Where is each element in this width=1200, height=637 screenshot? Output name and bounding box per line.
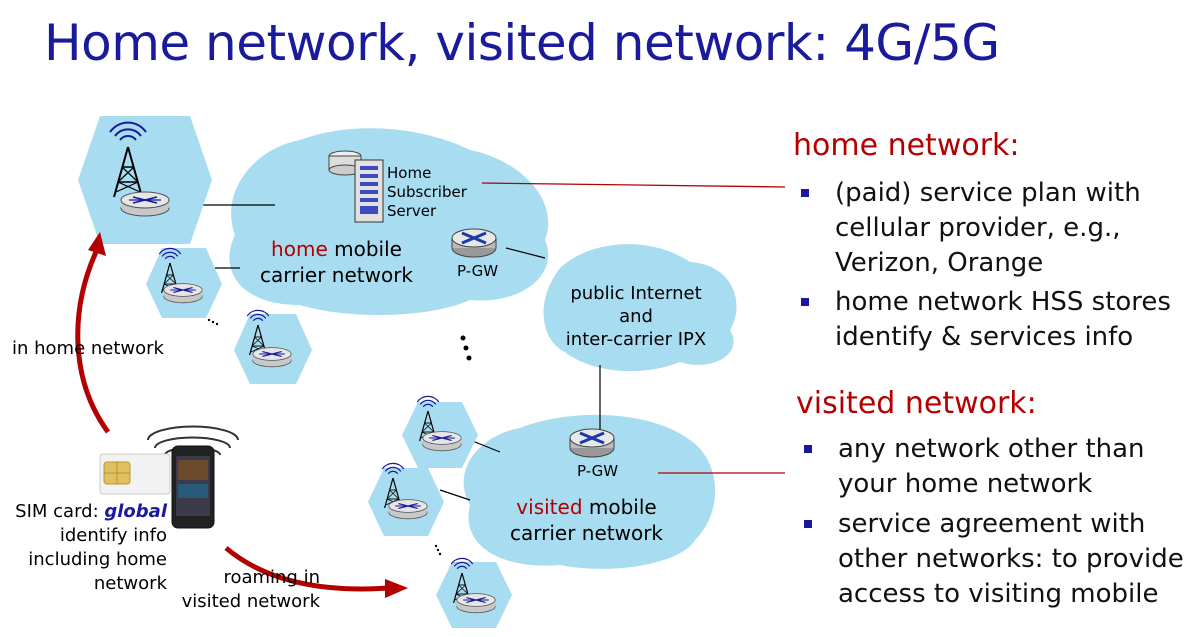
hss-server-icon	[328, 150, 384, 223]
visited-carrier-label: visited mobile carrier network	[510, 495, 664, 545]
pgw-label-visited: P-GW	[577, 462, 619, 480]
bullet-icon	[801, 189, 809, 197]
home-bullet-1: (paid) service plan with cellular provid…	[801, 176, 1141, 281]
roaming-label: roaming in visited network	[181, 567, 320, 612]
bullet-icon	[804, 445, 812, 453]
cell-hexagon	[146, 248, 222, 318]
visited-bullet-1: any network other than your home network	[804, 432, 1145, 502]
cell-hexagon	[78, 116, 212, 244]
base-station-icon	[388, 499, 428, 520]
pgw-router-icon	[450, 227, 498, 259]
visited-carrier-cloud	[463, 414, 716, 569]
hss-label: Home Subscriber Server	[387, 164, 467, 220]
sim-card-icon	[99, 453, 171, 495]
base-station-icon	[163, 283, 203, 304]
internet-cloud	[543, 244, 737, 372]
pgw-router-icon	[568, 427, 616, 459]
pgw-label-home: P-GW	[457, 262, 499, 280]
in-home-network-label: in home network	[12, 338, 164, 359]
sim-card-label: SIM card: global identify info including…	[15, 501, 167, 594]
phone-icon	[147, 425, 239, 529]
roaming-arrow	[224, 546, 389, 592]
base-station-icon	[252, 347, 292, 368]
in-home-arrow	[75, 250, 111, 434]
page-title: Home network, visited network: 4G/5G	[44, 14, 1000, 72]
visited-network-heading: visited network:	[796, 386, 1037, 421]
base-station-icon	[456, 592, 496, 614]
home-carrier-cloud	[229, 128, 549, 316]
bullet-icon	[804, 520, 812, 528]
base-station-icon	[422, 431, 462, 452]
bullet-icon	[801, 298, 809, 306]
home-network-heading: home network:	[793, 128, 1020, 163]
visited-bullet-2: service agreement with other networks: t…	[804, 507, 1184, 612]
home-carrier-label: home mobile carrier network	[260, 237, 414, 287]
home-bullet-2: home network HSS stores identify & servi…	[801, 285, 1171, 355]
internet-label: public Internet and inter-carrier IPX	[565, 283, 707, 350]
